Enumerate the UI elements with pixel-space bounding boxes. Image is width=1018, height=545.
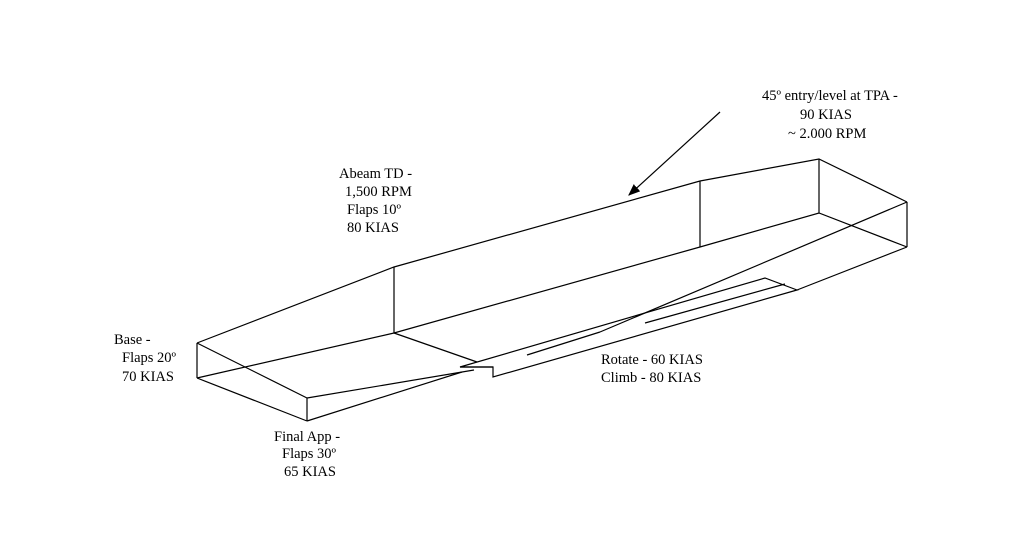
upwind-ground-line bbox=[796, 246, 908, 291]
entry-line-1: 45º entry/level at TPA - bbox=[762, 88, 898, 104]
base-bottom-edge bbox=[196, 377, 308, 422]
pattern-box bbox=[196, 158, 908, 422]
base-line-2: Flaps 20º bbox=[122, 350, 177, 366]
entry-line-2: 90 KIAS bbox=[800, 107, 852, 123]
abeam-line-1: Abeam TD - bbox=[339, 166, 412, 182]
takeoff-line-2: Climb - 80 KIAS bbox=[601, 370, 701, 386]
entry-label: 45º entry/level at TPA - 90 KIAS ~ 2.000… bbox=[762, 88, 898, 142]
abeam-label: Abeam TD - 1,500 RPM Flaps 10º 80 KIAS bbox=[339, 166, 412, 236]
base-label: Base - Flaps 20º 70 KIAS bbox=[114, 332, 177, 385]
takeoff-label: Rotate - 60 KIAS Climb - 80 KIAS bbox=[601, 352, 703, 386]
climbout-path bbox=[599, 201, 908, 333]
entry-line-3: ~ 2.000 RPM bbox=[788, 126, 866, 142]
abeam-line-3: Flaps 10º bbox=[347, 202, 402, 218]
base-line-3: 70 KIAS bbox=[122, 369, 174, 385]
runway-centerline-right bbox=[644, 283, 786, 324]
final-approach-path bbox=[306, 369, 475, 399]
abeam-ground-line bbox=[393, 332, 478, 363]
runway bbox=[459, 277, 799, 378]
takeoff-line-1: Rotate - 60 KIAS bbox=[601, 352, 703, 368]
base-line-1: Base - bbox=[114, 332, 151, 348]
entry-arrow bbox=[628, 111, 721, 196]
final-line-2: Flaps 30º bbox=[282, 446, 337, 462]
abeam-line-4: 80 KIAS bbox=[347, 220, 399, 236]
runway-centerline-left bbox=[526, 331, 601, 356]
base-top-edge bbox=[196, 342, 308, 399]
ground-far-edge bbox=[196, 212, 908, 379]
top-edge bbox=[196, 158, 908, 344]
final-label: Final App - Flaps 30º 65 KIAS bbox=[274, 429, 340, 480]
final-line-3: 65 KIAS bbox=[284, 464, 336, 480]
abeam-line-2: 1,500 RPM bbox=[345, 184, 412, 200]
final-line-1: Final App - bbox=[274, 429, 340, 445]
final-ground-line bbox=[306, 371, 463, 422]
